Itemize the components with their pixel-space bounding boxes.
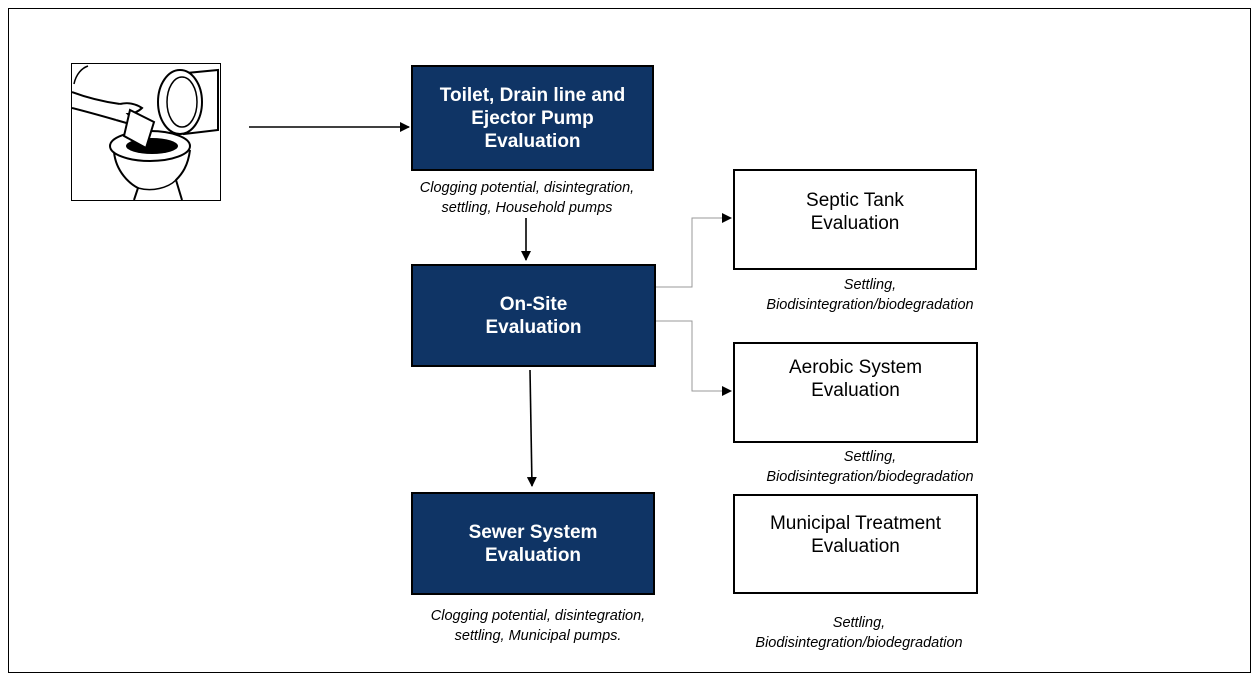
node-municipal-treatment-label: Municipal Treatment Evaluation	[769, 513, 942, 557]
node-toilet-drain-ejector: Toilet, Drain line and Ejector Pump Eval…	[411, 65, 654, 171]
node-septic-tank-label: Septic Tank Evaluation	[806, 190, 904, 234]
node-municipal-treatment: Municipal Treatment Evaluation	[733, 494, 978, 594]
node-sewer-system-label: Sewer System Evaluation	[468, 521, 598, 566]
arrow-onsite-to-sewer	[526, 369, 537, 487]
caption-aerobic-system: Settling, Biodisintegration/biodegradati…	[766, 449, 974, 485]
node-aerobic-system-label: Aerobic System Evaluation	[788, 357, 923, 401]
arrow-onsite-to-septic	[656, 213, 732, 288]
caption-septic-tank: Settling, Biodisintegration/biodegradati…	[766, 277, 974, 313]
node-onsite: On-Site Evaluation	[411, 264, 656, 367]
node-toilet-drain-ejector-label: Toilet, Drain line and Ejector Pump Eval…	[439, 84, 626, 152]
caption-municipal-treatment: Settling, Biodisintegration/biodegradati…	[755, 615, 963, 651]
toilet-illustration	[71, 63, 221, 201]
caption-toilet-drain: Clogging potential, disintegration, sett…	[419, 180, 635, 216]
node-sewer-system: Sewer System Evaluation	[411, 492, 655, 595]
diagram-frame	[8, 8, 1251, 673]
toilet-flush-icon	[71, 65, 219, 201]
node-onsite-label: On-Site Evaluation	[485, 293, 582, 338]
node-aerobic-system: Aerobic System Evaluation	[733, 342, 978, 443]
caption-sewer-system: Clogging potential, disintegration, sett…	[430, 608, 646, 644]
node-septic-tank: Septic Tank Evaluation	[733, 169, 977, 270]
arrow-onsite-to-aerobic	[656, 320, 732, 396]
